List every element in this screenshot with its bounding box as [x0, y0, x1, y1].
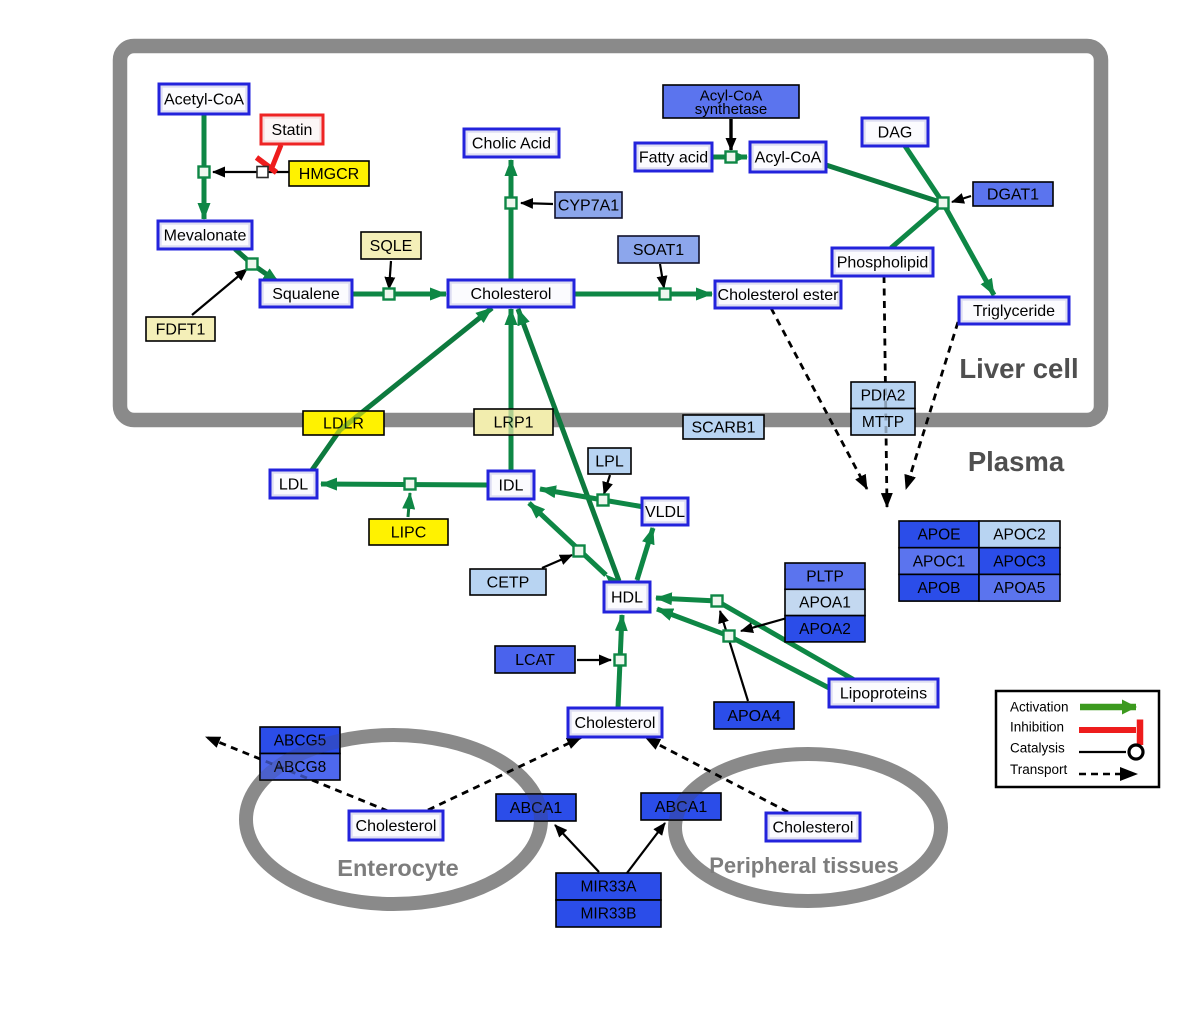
svg-text:ABCA1: ABCA1: [510, 800, 563, 817]
svg-text:HMGCR: HMGCR: [299, 166, 359, 183]
svg-text:ABCG5: ABCG5: [274, 733, 327, 750]
svg-text:LPL: LPL: [595, 454, 624, 471]
svg-text:synthetase: synthetase: [695, 101, 768, 118]
svg-text:APOC1: APOC1: [913, 553, 966, 570]
svg-text:Inhibition: Inhibition: [1010, 720, 1064, 735]
svg-text:Catalysis: Catalysis: [1010, 741, 1065, 756]
svg-text:Plasma: Plasma: [968, 446, 1065, 477]
svg-text:DGAT1: DGAT1: [987, 187, 1039, 204]
svg-text:Acyl-CoA: Acyl-CoA: [755, 150, 822, 167]
svg-text:SCARB1: SCARB1: [691, 420, 755, 437]
svg-text:APOA2: APOA2: [799, 621, 851, 638]
svg-text:Cholesterol: Cholesterol: [575, 715, 656, 732]
svg-text:ABCG8: ABCG8: [274, 759, 327, 776]
svg-text:Peripheral tissues: Peripheral tissues: [709, 853, 899, 878]
svg-text:Cholesterol ester: Cholesterol ester: [718, 287, 840, 304]
svg-text:SQLE: SQLE: [370, 238, 413, 255]
svg-text:PLTP: PLTP: [806, 568, 844, 585]
svg-text:CYP7A1: CYP7A1: [558, 198, 619, 215]
svg-text:Liver cell: Liver cell: [959, 353, 1078, 384]
svg-text:APOA5: APOA5: [994, 580, 1046, 597]
svg-text:Activation: Activation: [1010, 700, 1069, 715]
svg-text:APOB: APOB: [917, 580, 960, 597]
svg-text:Lipoproteins: Lipoproteins: [840, 686, 927, 703]
svg-text:SOAT1: SOAT1: [633, 242, 684, 259]
svg-text:CETP: CETP: [487, 575, 530, 592]
svg-text:Acetyl-CoA: Acetyl-CoA: [164, 92, 244, 109]
svg-text:MTTP: MTTP: [862, 414, 904, 431]
svg-text:LDL: LDL: [279, 477, 308, 494]
svg-text:VLDL: VLDL: [645, 504, 685, 521]
svg-text:Cholic Acid: Cholic Acid: [472, 136, 551, 153]
svg-text:APOE: APOE: [917, 527, 960, 544]
svg-text:MIR33A: MIR33A: [581, 879, 638, 896]
svg-text:APOA1: APOA1: [799, 595, 851, 612]
svg-text:Enterocyte: Enterocyte: [337, 855, 458, 881]
svg-text:APOA4: APOA4: [727, 708, 780, 725]
svg-text:ABCA1: ABCA1: [655, 799, 708, 816]
svg-text:LCAT: LCAT: [515, 652, 555, 669]
svg-text:Acyl-CoA: Acyl-CoA: [700, 88, 763, 105]
svg-text:APOC3: APOC3: [993, 553, 1046, 570]
svg-text:LIPC: LIPC: [391, 525, 427, 542]
svg-text:MIR33B: MIR33B: [581, 906, 637, 923]
svg-text:Cholesterol: Cholesterol: [773, 820, 854, 837]
svg-text:LDLR: LDLR: [323, 416, 364, 433]
svg-text:Cholesterol: Cholesterol: [356, 818, 437, 835]
svg-text:HDL: HDL: [611, 590, 643, 607]
svg-text:Mevalonate: Mevalonate: [164, 228, 247, 245]
svg-text:Transport: Transport: [1010, 762, 1068, 777]
svg-text:PDIA2: PDIA2: [861, 387, 906, 404]
svg-text:APOC2: APOC2: [993, 527, 1046, 544]
svg-text:FDFT1: FDFT1: [156, 322, 206, 339]
svg-text:Cholesterol: Cholesterol: [471, 286, 552, 303]
svg-text:Fatty acid: Fatty acid: [639, 150, 708, 167]
svg-text:IDL: IDL: [499, 478, 524, 495]
svg-text:Triglyceride: Triglyceride: [973, 303, 1055, 320]
svg-text:DAG: DAG: [878, 125, 913, 142]
svg-text:Statin: Statin: [272, 122, 313, 139]
svg-text:Phospholipid: Phospholipid: [837, 255, 929, 272]
svg-text:Squalene: Squalene: [272, 286, 340, 303]
svg-text:LRP1: LRP1: [493, 415, 533, 432]
